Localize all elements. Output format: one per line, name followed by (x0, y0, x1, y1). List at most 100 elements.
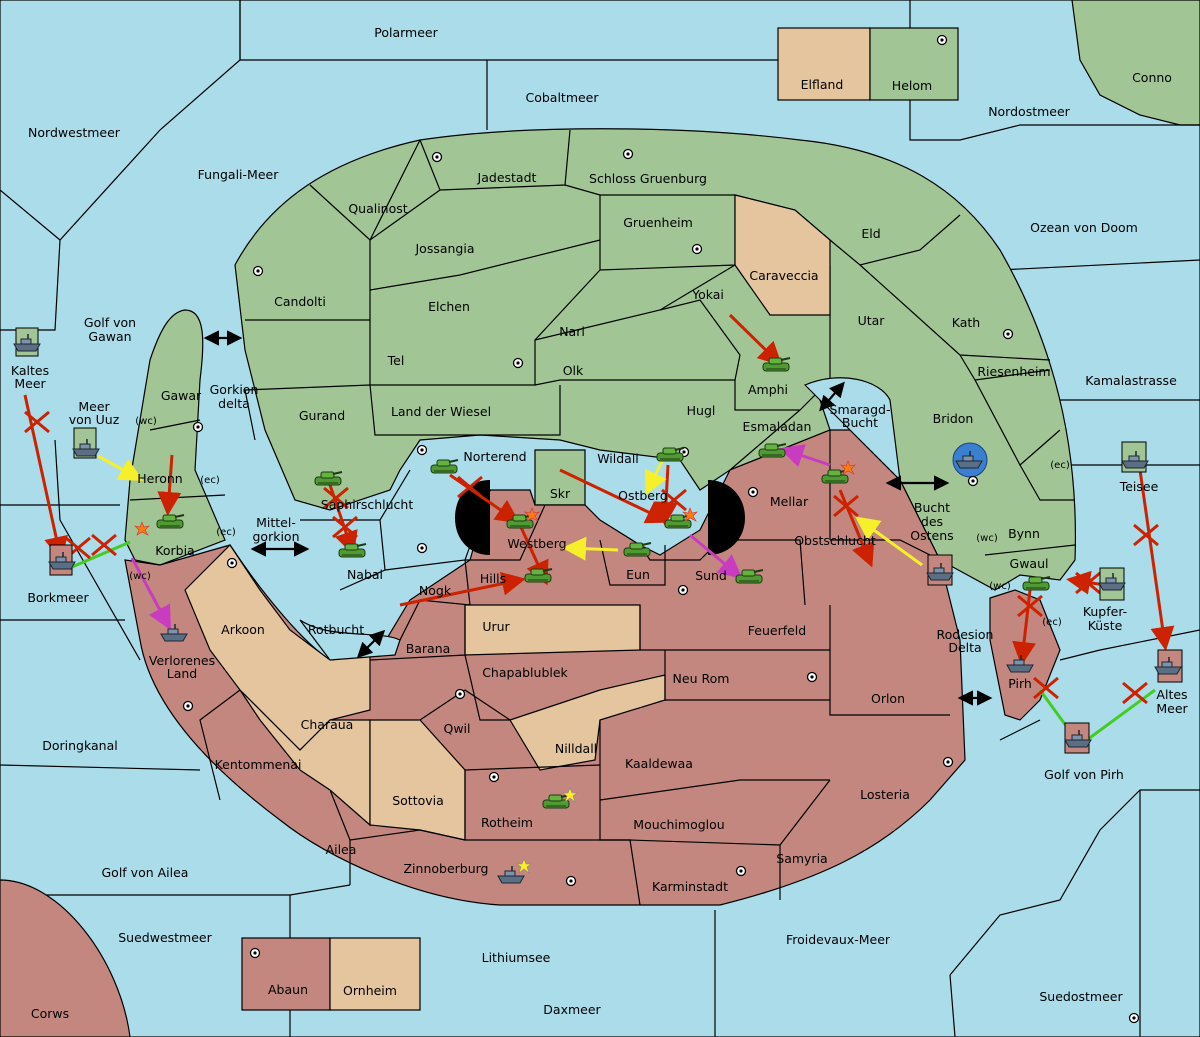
label-tel: Tel (387, 353, 405, 368)
label-utar: Utar (858, 313, 886, 328)
label-gorkion-2: delta (218, 396, 250, 411)
label-verlorenes-2: Land (167, 666, 197, 681)
label-conno: Conno (1132, 70, 1172, 85)
labels: Polarmeer Cobaltmeer Nordostmeer Conno N… (11, 25, 1189, 1021)
label-saphir: Saphirschlucht (321, 497, 414, 512)
label-korbia: Korbia (155, 543, 194, 558)
supply-center-dot (936, 34, 948, 46)
supply-center-dot (677, 584, 689, 596)
convoy-order (779, 444, 831, 468)
label-pirh: Pirh (1008, 676, 1032, 691)
label-doringkanal: Doringkanal (42, 738, 117, 753)
label-orlon: Orlon (871, 691, 905, 706)
support-order (97, 454, 144, 481)
label-kath: Kath (952, 315, 980, 330)
black-half-circle-west (455, 480, 490, 555)
label-nordwestmeer: Nordwestmeer (28, 125, 121, 140)
failed-order-cross (323, 486, 349, 510)
label-mittel-2: gorkion (252, 529, 299, 544)
failed-order-cross (1122, 681, 1148, 705)
convoy-order (689, 533, 743, 579)
move-order (728, 313, 783, 367)
supply-center-dot (488, 771, 500, 783)
label-charaua: Charaua (301, 717, 354, 732)
units (13, 327, 1183, 884)
label-nordostmeer: Nordostmeer (988, 104, 1070, 119)
label-gwaul-wc: (wc) (989, 581, 1011, 592)
supply-center-dot (512, 357, 524, 369)
label-kamalastrasse: Kamalastrasse (1085, 373, 1177, 388)
label-bucht-3: Ostens (910, 528, 953, 543)
label-kentommenai: Kentommenai (215, 757, 302, 772)
label-ozean: Ozean von Doom (1030, 220, 1138, 235)
supply-center-dot (967, 475, 979, 487)
failed-order-cross (1033, 676, 1059, 700)
label-altes-1: Altes (1156, 687, 1187, 702)
supply-center-dot (565, 875, 577, 887)
label-froidevaux: Froidevaux-Meer (786, 932, 891, 947)
region-corws[interactable] (0, 879, 131, 1037)
supply-center-dot (622, 148, 634, 160)
supply-center-dot (806, 671, 818, 683)
label-amphi: Amphi (748, 382, 788, 397)
region-conno[interactable] (1071, 0, 1200, 126)
supply-center-dot (226, 557, 238, 569)
label-ornheim: Ornheim (343, 983, 397, 998)
supply-center-dot (1002, 328, 1014, 340)
label-bynn: Bynn (1008, 526, 1040, 541)
supply-center-dot (416, 444, 428, 456)
label-wildall: Wildall (597, 451, 639, 466)
region-nilldall[interactable] (509, 674, 666, 771)
red-territories (124, 409, 966, 906)
supply-center-dot (431, 151, 443, 163)
supply-center-dot (1128, 1012, 1140, 1024)
supply-center-dot (249, 947, 261, 959)
label-bucht-1: Bucht (914, 500, 950, 515)
label-zinnoberburg: Zinnoberburg (403, 861, 488, 876)
label-olk: Olk (563, 363, 584, 378)
label-mittel-1: Mittel- (256, 515, 296, 530)
failed-order-cross (457, 475, 483, 499)
region-arkoon[interactable] (184, 544, 371, 751)
region-elfland[interactable] (777, 27, 871, 101)
label-kupfer-1: Kupfer- (1083, 604, 1127, 619)
double-arrow-icon (356, 629, 386, 659)
label-chapablublek: Chapablublek (482, 665, 568, 680)
label-hugl: Hugl (687, 403, 716, 418)
label-jossangia: Jossangia (414, 241, 474, 256)
support-order (855, 516, 923, 567)
failed-order-cross (1133, 523, 1159, 547)
label-nabai: Nabai (347, 567, 383, 582)
green-west-peninsula (124, 309, 226, 566)
region-caraveccia[interactable] (734, 194, 831, 316)
black-half-circle-east (708, 480, 745, 555)
label-norterend: Norterend (463, 449, 526, 464)
label-hills: Hills (480, 571, 506, 586)
label-fungali: Fungali-Meer (198, 167, 280, 182)
label-uuz-1: Meer (78, 399, 110, 414)
label-suedwestmeer: Suedwestmeer (118, 930, 212, 945)
label-suedostmeer: Suedostmeer (1039, 989, 1123, 1004)
label-yokai: Yokai (691, 287, 724, 302)
label-kaltes-2: Meer (14, 376, 46, 391)
label-skr: Skr (550, 486, 571, 501)
move-order (1138, 469, 1175, 651)
supply-center-dot (454, 688, 466, 700)
label-verlorenes-1: Verlorenes (149, 653, 215, 668)
failed-order-cross (833, 494, 859, 518)
label-schloss: Schloss Gruenburg (589, 171, 707, 186)
label-polarmeer: Polarmeer (374, 25, 438, 40)
label-lithiumsee: Lithiumsee (482, 950, 551, 965)
label-qualinost: Qualinost (348, 201, 407, 216)
label-nari: Nari (559, 324, 585, 339)
label-abaun: Abaun (268, 982, 308, 997)
label-sottovia: Sottovia (392, 793, 444, 808)
label-cobaltmeer: Cobaltmeer (525, 90, 599, 105)
label-jadestadt: Jadestadt (477, 170, 537, 185)
region-ornheim[interactable] (329, 937, 421, 1011)
label-qwil: Qwil (443, 721, 470, 736)
label-gorkion-1: Gorkion (210, 382, 259, 397)
label-karminstadt: Karminstadt (652, 879, 728, 894)
label-golf-gawan-1: Golf von (84, 315, 136, 330)
label-esmaladan: Esmaladan (743, 419, 812, 434)
